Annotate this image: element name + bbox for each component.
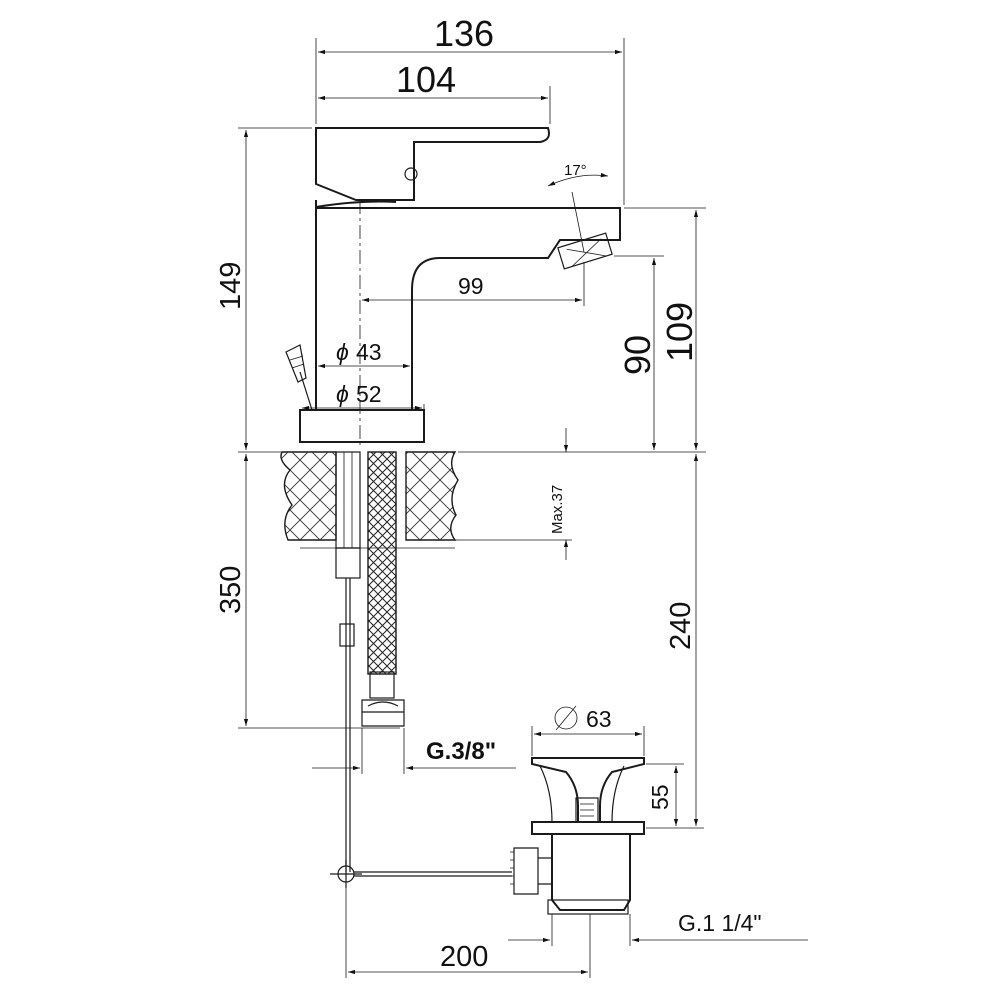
- dim-rod-length: 200: [345, 886, 591, 978]
- dim-max-deck: Max.37: [455, 428, 706, 560]
- body-column: [315, 200, 397, 410]
- lever-handle: [315, 127, 550, 201]
- under-deck-parts: [330, 451, 512, 888]
- waste-body: [531, 821, 645, 835]
- dim-spout-heights: 90 109: [614, 207, 706, 450]
- dim-43-label: 43: [356, 339, 382, 365]
- dim-overall-width: 136: [315, 13, 625, 205]
- dim-90-label: 90: [617, 335, 658, 375]
- dim-63-label: 63: [586, 706, 612, 732]
- dim-waste-length: 240: [646, 454, 704, 829]
- shank-nut: [335, 547, 361, 579]
- dim-waste-thread: G.1 1/4": [508, 910, 808, 946]
- dim-43-symbol: ϕ: [336, 339, 349, 365]
- pop-up-waste: [510, 757, 645, 915]
- dim-104-label: 104: [396, 59, 456, 100]
- dim-g114-label: G.1 1/4": [678, 910, 762, 936]
- countertop-section: [280, 451, 459, 549]
- dim-52-symbol: ϕ: [336, 381, 349, 407]
- dim-lever-reach: 104: [318, 59, 551, 124]
- dim-overall-height: 149: [215, 127, 312, 453]
- dim-max37-label: Max.37: [549, 485, 566, 534]
- flex-hose: [367, 451, 397, 675]
- dim-55-label: 55: [647, 784, 673, 810]
- dim-200-label: 200: [440, 941, 488, 973]
- dim-base-diameter: ϕ 52: [302, 381, 425, 412]
- dim-hose-thread: G.3/8": [312, 728, 516, 774]
- lever-pivot: [404, 167, 418, 181]
- spout: [316, 207, 621, 410]
- dim-waste-height: 55: [646, 763, 684, 826]
- dim-waste-diameter: 63: [531, 705, 645, 756]
- deck-left-block: [280, 451, 337, 541]
- dim-109-label: 109: [659, 302, 700, 362]
- waste-lock-nut: [547, 899, 629, 915]
- threaded-shank: [335, 451, 361, 549]
- base-flange: [299, 409, 425, 443]
- dim-136-label: 136: [434, 13, 494, 54]
- deck-right-block: [405, 451, 459, 541]
- dim-spout-angle: 17°: [547, 162, 609, 253]
- hose-nut: [361, 699, 405, 727]
- dim-52-label: 52: [356, 381, 382, 407]
- dim-350-label: 350: [215, 566, 247, 614]
- dim-g38-label: G.3/8": [426, 738, 496, 765]
- dim-body-diameter: ϕ 43: [318, 339, 410, 369]
- aerator: [557, 232, 613, 270]
- pivot-nut: [513, 847, 539, 895]
- pop-up-lever: [285, 344, 313, 411]
- dim-149-label: 149: [215, 262, 247, 310]
- dim-17-label: 17°: [564, 162, 587, 179]
- dim-hose-length: 350: [215, 454, 400, 729]
- dim-99-label: 99: [458, 273, 484, 299]
- dim-240-label: 240: [665, 602, 697, 650]
- hose-ferrule: [369, 671, 395, 699]
- dim-spout-reach: 99: [362, 262, 585, 306]
